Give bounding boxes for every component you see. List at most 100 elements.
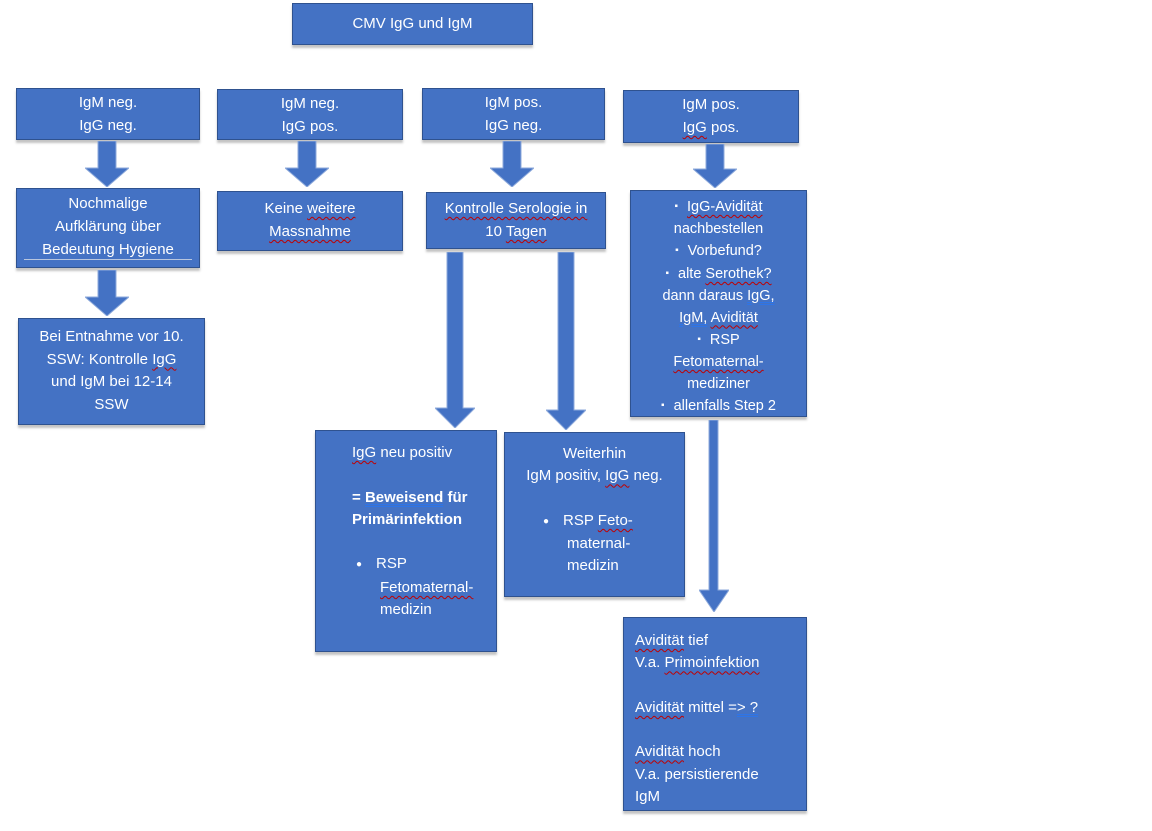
text-segment: IgG-Avidität <box>687 199 763 215</box>
text-segment: IgG neg. <box>79 117 137 134</box>
text-line: maternal- <box>505 533 684 555</box>
bullet-icon: ● <box>356 559 363 571</box>
text-line: Aufklärung über <box>17 215 199 238</box>
text-line: ▪ alte Serothek? <box>631 263 806 286</box>
box-bei-entnahme: Bei Entnahme vor 10. SSW: Kontrolle IgG un… <box>18 318 205 425</box>
text-segment: RSP <box>376 555 407 573</box>
text-segment: Fetomaternal- <box>673 353 764 370</box>
text-segment: SSW: Kontrolle <box>46 350 153 368</box>
text-line: IgG pos. <box>624 116 798 139</box>
text-segment: Keine <box>264 200 308 217</box>
text-segment: IgM neg. <box>280 95 340 112</box>
text-segment: Primärinfektion <box>352 510 463 528</box>
arrow-down-icon <box>699 420 729 612</box>
text-segment: > ? <box>736 698 759 716</box>
text-segment: mediziner <box>687 375 750 392</box>
text-segment: medizin <box>380 601 432 619</box>
text-segment: SSW <box>94 395 129 413</box>
text-line: IgM neg. <box>218 92 402 115</box>
text-line: IgG pos. <box>218 115 402 138</box>
text-line: IgG neu positiv <box>352 442 496 464</box>
text-line <box>635 675 806 697</box>
text-line: ▪allenfalls Step 2 <box>631 395 806 418</box>
text-segment: Primoinfektion <box>664 654 760 672</box>
text-line: V.a. Primoinfektion <box>635 652 806 674</box>
text-segment: und IgM bei 12-14 <box>51 373 172 390</box>
text-segment: Nochmalige <box>68 195 148 212</box>
box-igm-neg-igg-neg: IgM neg. IgG neg. <box>16 88 200 140</box>
text-segment: medizin <box>567 557 619 575</box>
text-segment: Vorbefund? <box>687 243 762 260</box>
text-segment: Avidität <box>635 743 684 761</box>
bullet-icon: ▪ <box>665 268 669 280</box>
text-line: Avidität hoch <box>635 741 806 763</box>
inner-underline-rule <box>24 259 192 260</box>
text-segment: IgM pos. <box>484 94 543 111</box>
text-segment: neu positiv <box>376 444 453 461</box>
text-line: medizin <box>352 599 496 621</box>
text-segment: alte <box>678 266 706 283</box>
text-segment: Avidität <box>635 632 684 649</box>
text-line: mediziner <box>631 374 806 396</box>
text-segment: V.a. <box>635 654 665 672</box>
text-line: Kontrolle Serologie in <box>427 197 605 220</box>
text-line: Massnahme <box>218 220 402 243</box>
text-line: Keine weitere <box>218 197 402 220</box>
text-segment: RSP <box>563 511 598 529</box>
text-segment: IgM <box>635 788 661 806</box>
text-line: Bei Entnahme vor 10. <box>19 326 204 349</box>
text-segment: mittel = <box>683 698 737 716</box>
text-segment: Tagen <box>505 223 547 240</box>
text-line: ▪RSP <box>631 329 806 352</box>
text-line: SSW <box>19 394 204 417</box>
text-line: Weiterhin <box>505 443 684 465</box>
text-segment: = <box>352 488 365 506</box>
text-segment: allenfalls Step 2 <box>673 398 776 415</box>
text-segment: 10 <box>485 223 506 240</box>
text-segment: IgM positiv, <box>526 467 606 485</box>
arrow-down-icon <box>435 252 475 428</box>
text-segment: IgG <box>605 467 630 485</box>
text-segment: V.a. persistierende <box>635 765 759 783</box>
text-line: Bedeutung Hygiene <box>17 238 199 261</box>
text-segment: IgM pos. <box>682 96 740 113</box>
text-line: Avidität tief <box>635 630 806 652</box>
text-line: ●RSP Feto- <box>505 510 684 533</box>
text-line: IgG neg. <box>17 114 199 137</box>
text-segment: Beweisend <box>364 488 444 506</box>
arrow-down-icon <box>693 144 737 188</box>
text-segment: weitere <box>307 200 356 217</box>
text-segment: IgG pos. <box>281 118 339 135</box>
box-igm-pos-igg-neg: IgM pos. IgG neg. <box>422 88 605 140</box>
text-segment: IgM neg. <box>78 94 138 111</box>
text-line <box>635 719 806 741</box>
bullet-icon: ● <box>543 515 550 527</box>
text-line: Nochmalige <box>17 192 199 215</box>
text-line: IgM <box>635 786 806 808</box>
arrow-down-icon <box>546 252 586 430</box>
text-segment: für <box>443 488 468 506</box>
text-segment: Bedeutung Hygiene <box>42 241 174 258</box>
text-segment: IgG neg. <box>484 117 543 134</box>
text-line: dann daraus IgG, <box>631 286 806 308</box>
bullet-icon: ▪ <box>674 201 679 212</box>
arrow-down-icon <box>285 141 329 187</box>
box-igm-neg-igg-pos: IgM neg. IgG pos. <box>217 89 403 140</box>
text-segment: Serothek? <box>705 266 772 283</box>
text-line: IgM pos. <box>624 93 798 116</box>
text-segment: IgG <box>152 350 177 368</box>
text-segment: IgG, <box>747 287 775 304</box>
bullet-icon: ▪ <box>675 245 679 257</box>
text-segment: pos. <box>706 119 740 136</box>
text-segment: Bei Entnahme vor 10. <box>39 328 184 345</box>
text-segment: nachbestellen <box>673 220 764 237</box>
text-segment: Weiterhin <box>562 445 627 462</box>
text-line: Fetomaternal- <box>352 577 496 599</box>
